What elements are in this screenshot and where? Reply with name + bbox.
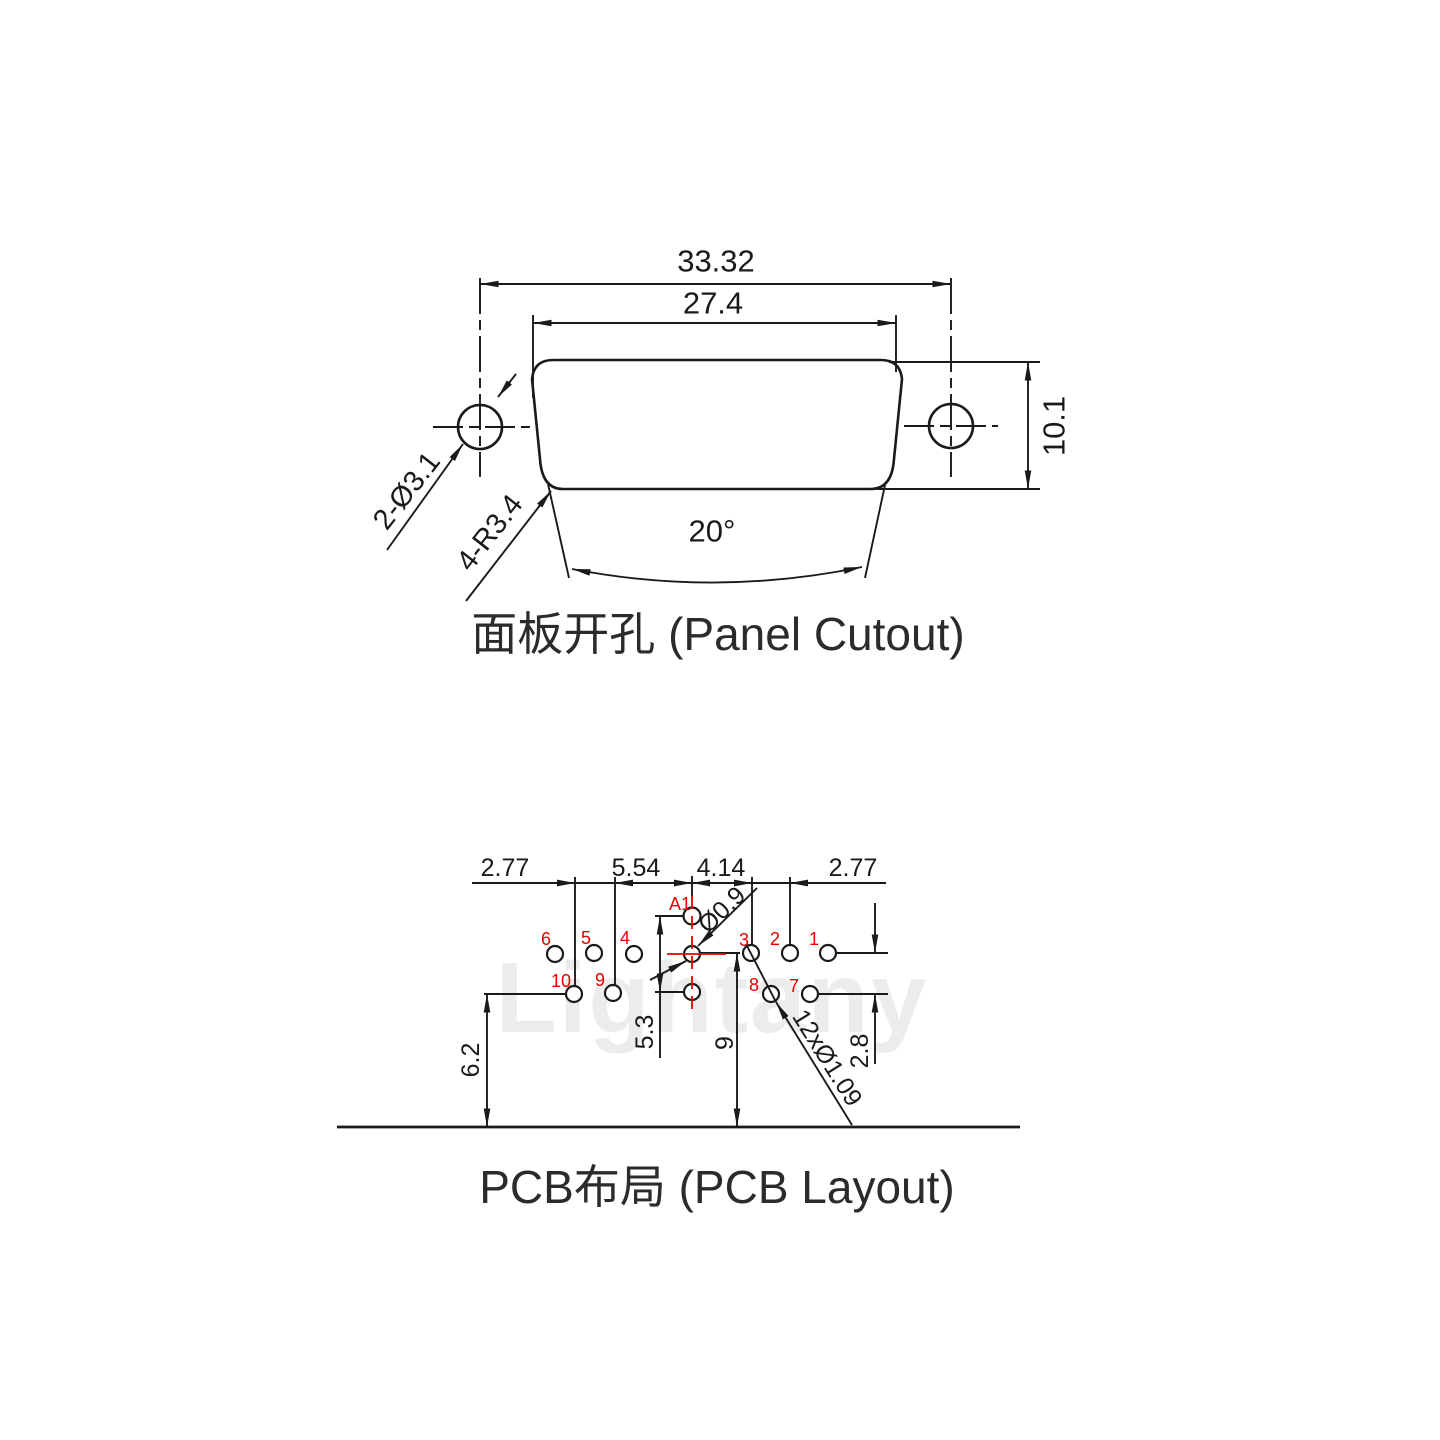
hole-pin6 (545, 944, 565, 964)
dim-pitch-mid-label: 5.54 (612, 854, 661, 882)
leader-mount-hole-upper (497, 373, 517, 398)
dim-row-spacing-label: 2.8 (846, 1034, 874, 1069)
pin-label-6: 6 (541, 929, 551, 949)
pcb-holes (545, 906, 838, 1004)
leader-12x-seg1 (745, 943, 777, 1003)
panel-cutout-drawing (386, 278, 1040, 602)
pin-label-7: 7 (789, 976, 799, 996)
leader-corner-radius (465, 490, 552, 602)
panel-cutout-labels: 33.32 27.4 10.1 20° 2-Ø3.1 4-R3.4 面板开孔 (… (367, 244, 1071, 661)
pin-number-labels: A1 6 5 4 3 2 1 10 9 8 7 (541, 894, 819, 996)
pin-label-8: 8 (749, 975, 759, 995)
pcb-layout-title: PCB布局 (PCB Layout) (479, 1161, 954, 1213)
dim-coax-span-label: 5.3 (631, 1015, 659, 1050)
dim-center-row-height-label: 9 (711, 1036, 739, 1050)
dim-outer-row-height-label: 6.2 (457, 1043, 485, 1078)
angle-ext-left (547, 483, 570, 579)
pin-label-10: 10 (551, 971, 571, 991)
angle-arc (571, 566, 863, 584)
hole-pin7 (800, 984, 820, 1004)
pcb-layout-drawing (337, 876, 1020, 1129)
hole-pin9 (603, 983, 623, 1003)
hole-pin4 (624, 944, 644, 964)
hole-pin2 (780, 943, 800, 963)
dim-pitch-left-label: 2.77 (481, 854, 530, 882)
pin-label-4: 4 (620, 928, 630, 948)
mount-hole-left (456, 403, 504, 451)
dsub-cutout-outline (530, 358, 904, 491)
pin-label-2: 2 (770, 929, 780, 949)
dim-cutout-width-label: 27.4 (683, 286, 743, 321)
leader-coax-dia-upper (697, 887, 758, 947)
pin-label-9: 9 (595, 970, 605, 990)
leader-coax-dia-lower (649, 960, 687, 981)
pin-label-1: 1 (809, 929, 819, 949)
pin-label-a1: A1 (669, 894, 691, 914)
dim-overall-width-label: 33.32 (677, 244, 755, 279)
angle-ext-right (864, 484, 886, 579)
hole-pin5 (584, 943, 604, 963)
dim-pitch-right-label: 2.77 (829, 854, 878, 882)
leader-mount-hole-lower (386, 443, 464, 551)
dim-coax-to-pin3-label: 4.14 (697, 854, 746, 882)
dim-angle-label: 20° (689, 514, 736, 549)
mount-hole-right (927, 402, 975, 450)
dim-chain-arrows (557, 879, 808, 887)
coax-centerlines (667, 896, 726, 1009)
hole-pin1 (818, 943, 838, 963)
dim-height-label: 10.1 (1037, 396, 1072, 456)
signal-holes-leader (745, 943, 853, 1126)
pin-label-3: 3 (739, 930, 749, 950)
panel-cutout-title: 面板开孔 (Panel Cutout) (471, 608, 964, 660)
leader-12x-seg2 (775, 1001, 853, 1126)
hole-pin10 (564, 984, 584, 1004)
pin-label-5: 5 (581, 928, 591, 948)
